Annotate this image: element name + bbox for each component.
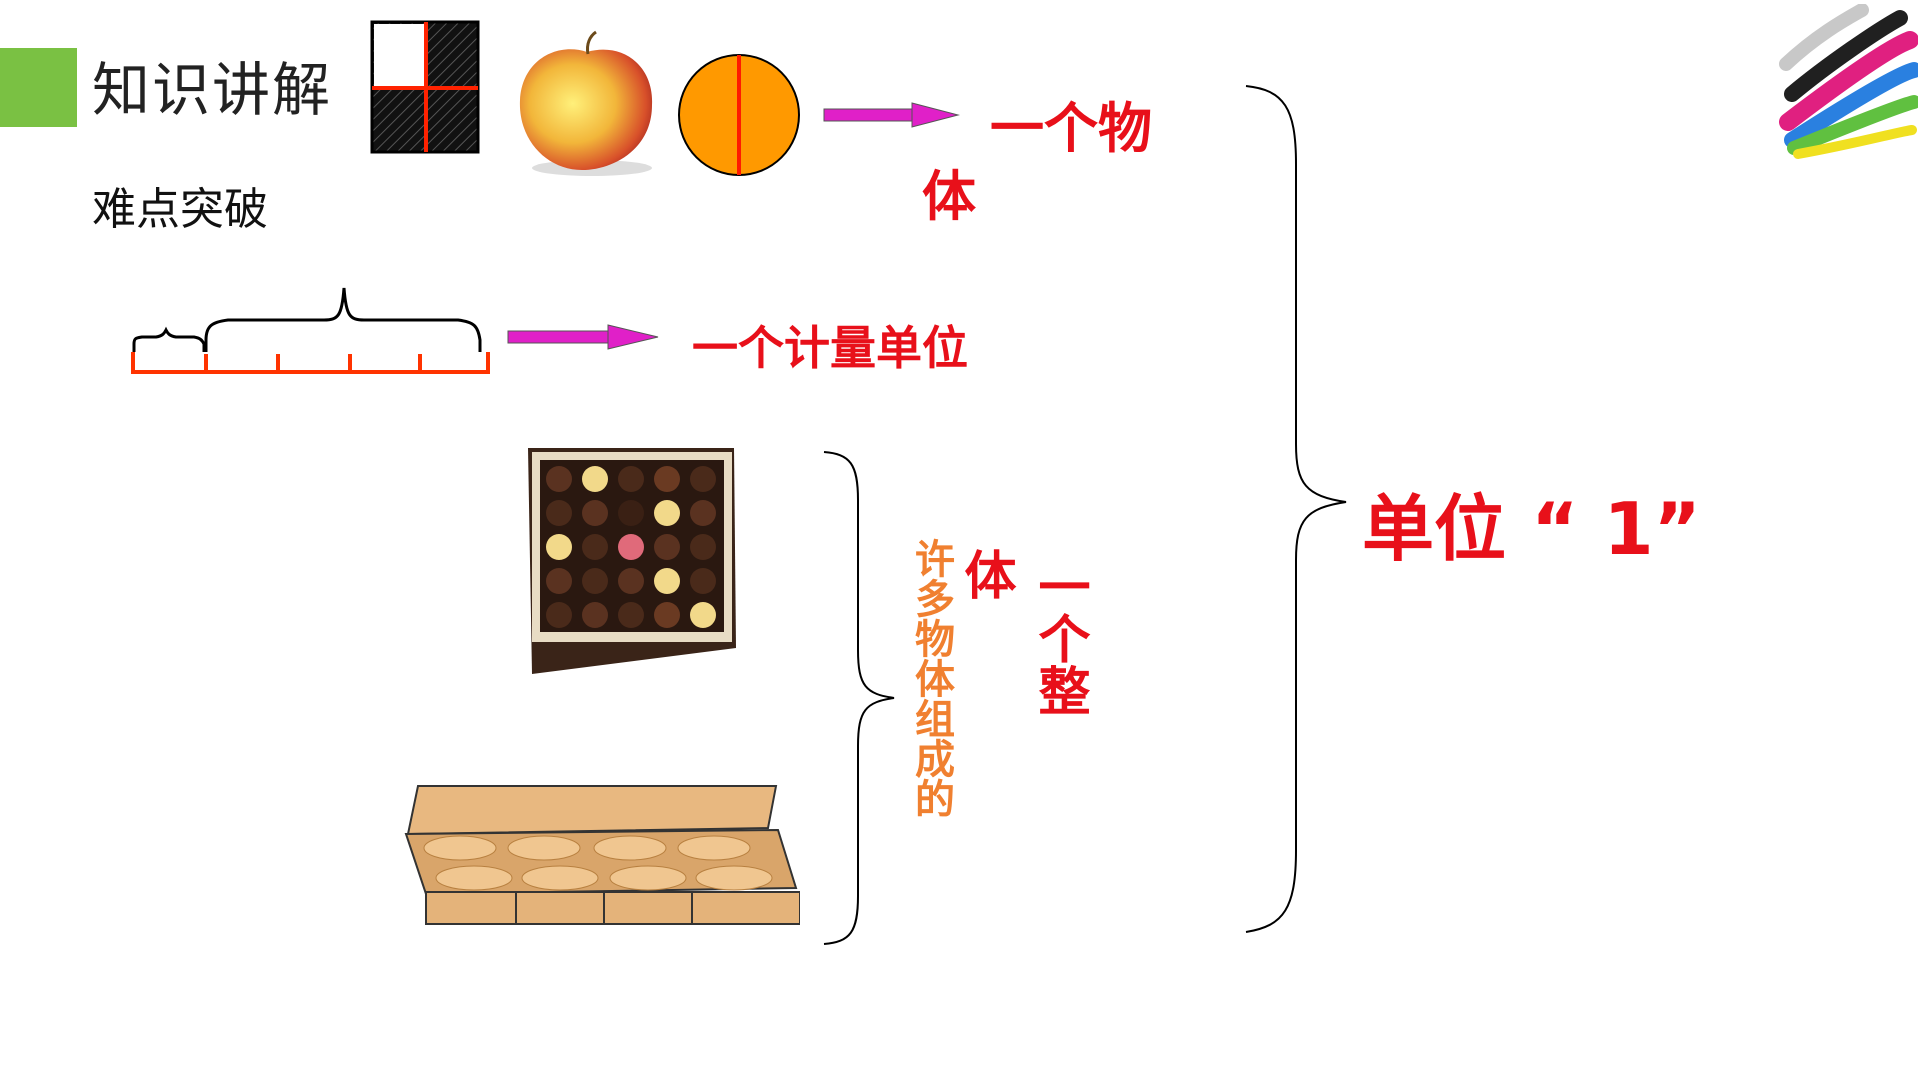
label-one-object-cont: 体 bbox=[922, 165, 976, 228]
label-unit-one: 单位 “ 1” bbox=[1362, 487, 1701, 571]
orange-circle-icon bbox=[678, 54, 800, 176]
subtitle: 难点突破 bbox=[92, 184, 268, 235]
section-color-block bbox=[0, 48, 77, 127]
label-whole: 一个整 bbox=[1029, 560, 1089, 716]
label-whole-cont: 体 bbox=[955, 548, 1015, 600]
arrow-right-icon bbox=[823, 102, 960, 128]
label-many-objects: 许多物体组成的 bbox=[908, 538, 954, 818]
arrow-right-icon bbox=[507, 324, 659, 350]
section-title: 知识讲解 bbox=[92, 56, 333, 124]
ruler-with-brace-icon bbox=[131, 287, 490, 374]
mooncake-box-image bbox=[404, 785, 800, 925]
brace-right-icon bbox=[1245, 85, 1347, 933]
grid-square-icon bbox=[370, 20, 480, 154]
label-measure-unit: 一个计量单位 bbox=[692, 321, 968, 375]
chocolate-box-image bbox=[528, 448, 736, 674]
brush-stroke-logo bbox=[1779, 4, 1918, 159]
brace-right-icon bbox=[823, 451, 895, 945]
label-one-object: 一个物 bbox=[990, 97, 1152, 160]
apple-image bbox=[519, 30, 653, 176]
